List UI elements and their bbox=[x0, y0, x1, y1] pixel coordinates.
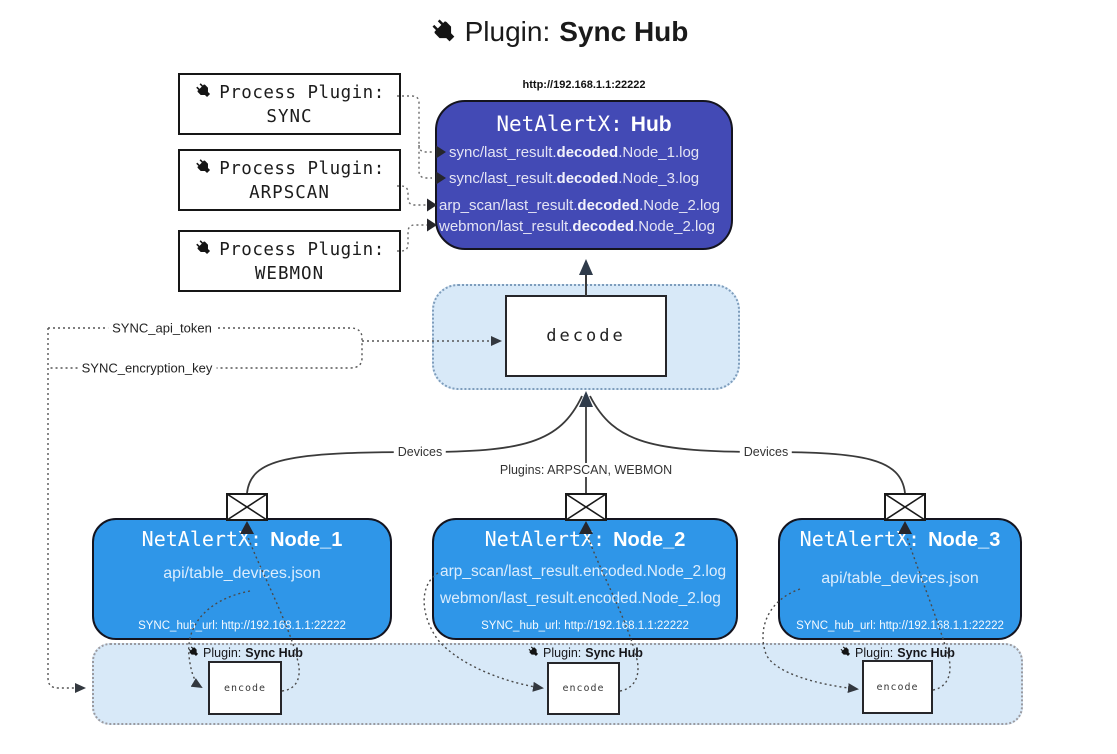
envelope-icons bbox=[226, 493, 926, 521]
node-hub-url: SYNC_hub_url: http://192.168.1.1:22222 bbox=[138, 620, 346, 632]
process-plugin-label: Process Plugin: bbox=[219, 83, 385, 103]
envelope-icon bbox=[226, 493, 268, 521]
hub-log-line: arp_scan/last_result.decoded.Node_2.log bbox=[439, 197, 720, 214]
title-name: Sync Hub bbox=[559, 16, 689, 47]
node-file: api/table_devices.json bbox=[163, 565, 321, 582]
plugin-sync-hub-label: Plugin:Sync Hub bbox=[839, 645, 955, 661]
edge-label-devices-right: Devices bbox=[739, 445, 793, 459]
process-plugin-label: Process Plugin: bbox=[219, 240, 385, 260]
plug-icon bbox=[194, 81, 213, 105]
node-title: NetAlertX:Node_2 bbox=[484, 527, 686, 551]
process-plugin-name: WEBMON bbox=[254, 264, 325, 284]
hub-log-line: webmon/last_result.decoded.Node_2.log bbox=[439, 218, 715, 235]
encode-box: encode bbox=[208, 661, 282, 715]
hub-title: NetAlertX: Hub bbox=[435, 112, 733, 137]
decode-box: decode bbox=[505, 295, 667, 377]
encode-box: encode bbox=[862, 660, 933, 714]
node-hub-url: SYNC_hub_url: http://192.168.1.1:22222 bbox=[481, 620, 689, 632]
title-prefix: Plugin: bbox=[464, 16, 551, 47]
node-title: NetAlertX:Node_3 bbox=[799, 527, 1001, 551]
edge-label-plugins-mid: Plugins: ARPSCAN, WEBMON bbox=[495, 463, 677, 477]
node-hub-url: SYNC_hub_url: http://192.168.1.1:22222 bbox=[796, 620, 1004, 632]
plug-icon bbox=[839, 645, 852, 661]
plug-icon bbox=[194, 238, 213, 262]
plug-icon bbox=[527, 645, 540, 661]
page-title: Plugin: Sync Hub bbox=[0, 16, 1117, 53]
sync-encryption-key-label: SYNC_encryption_key bbox=[77, 360, 217, 376]
process-plugin-box-sync: Process Plugin: SYNC bbox=[178, 73, 401, 135]
hub-log-line: sync/last_result.decoded.Node_1.log bbox=[449, 144, 700, 161]
node-file: arp_scan/last_result.encoded.Node_2.log bbox=[440, 563, 727, 580]
plug-icon bbox=[194, 157, 213, 181]
hub-log-line: sync/last_result.decoded.Node_3.log bbox=[449, 170, 700, 187]
process-plugin-label: Process Plugin: bbox=[219, 159, 385, 179]
process-plugin-name: ARPSCAN bbox=[249, 183, 330, 203]
plugin-hub-connectors bbox=[397, 95, 432, 252]
process-plugin-box-webmon: Process Plugin: WEBMON bbox=[178, 230, 401, 292]
edge-label-devices-left: Devices bbox=[393, 445, 447, 459]
hub-box bbox=[435, 100, 733, 250]
plugin-sync-hub-label: Plugin:Sync Hub bbox=[187, 645, 303, 661]
process-plugin-box-arpscan: Process Plugin: ARPSCAN bbox=[178, 149, 401, 211]
plug-icon bbox=[187, 645, 200, 661]
node-to-decode-curves bbox=[246, 391, 906, 494]
node-file: api/table_devices.json bbox=[821, 570, 979, 587]
hub-title-name: Hub bbox=[630, 113, 672, 136]
node-title: NetAlertX:Node_1 bbox=[141, 527, 343, 551]
node-file: webmon/last_result.encoded.Node_2.log bbox=[440, 590, 721, 607]
hub-url: http://192.168.1.1:22222 bbox=[522, 79, 646, 91]
encode-box: encode bbox=[547, 662, 620, 715]
plug-icon bbox=[429, 16, 459, 53]
sync-api-token-label: SYNC_api_token bbox=[108, 320, 216, 336]
process-plugin-name: SYNC bbox=[266, 107, 313, 127]
hub-title-prefix: NetAlertX: bbox=[496, 112, 623, 136]
envelope-icon bbox=[565, 493, 607, 521]
plugin-sync-hub-label: Plugin:Sync Hub bbox=[527, 645, 643, 661]
envelope-icon bbox=[884, 493, 926, 521]
